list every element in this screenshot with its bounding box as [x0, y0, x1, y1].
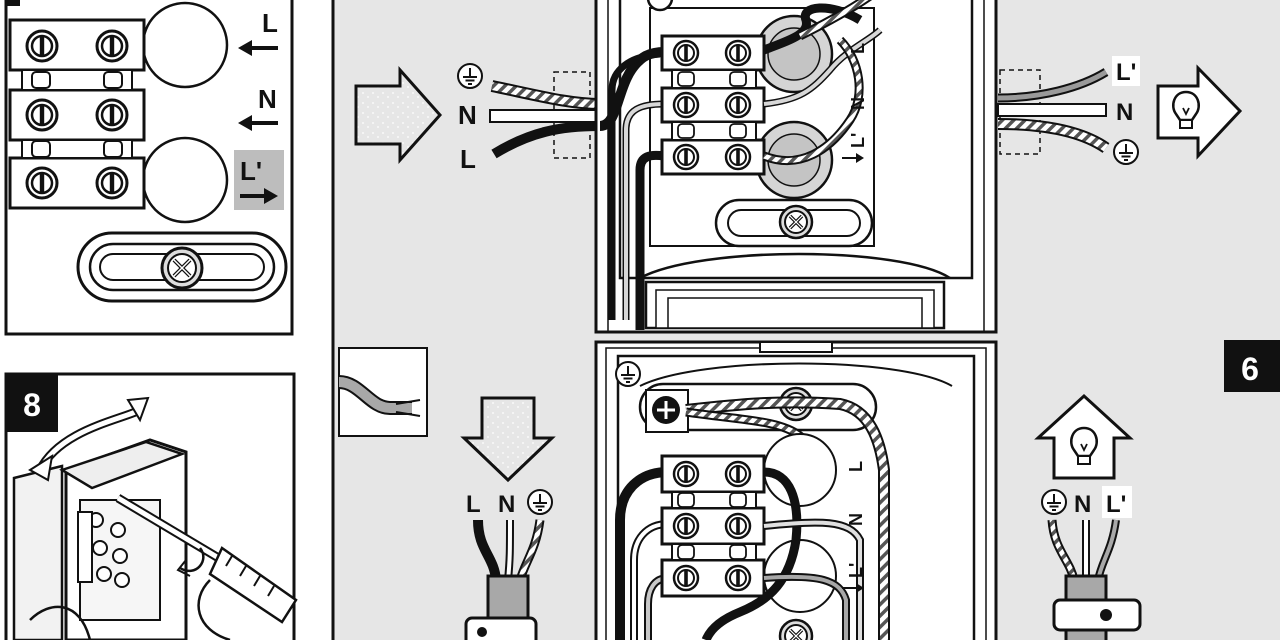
- lamp-up-arrow-icon: [1034, 393, 1134, 480]
- down-arrow-icon: [460, 396, 556, 483]
- left-top-panel: L N L': [4, 0, 294, 336]
- output-l-prime-label: L': [1112, 56, 1140, 86]
- screwdriver-icon: [29, 494, 298, 640]
- cable-left-earth-label: [527, 489, 553, 515]
- svg-text:N: N: [848, 97, 868, 110]
- terminal-label-l-prime: L': [234, 150, 284, 210]
- step-8-panel: 8: [4, 372, 298, 640]
- cable-left-l-label: L: [466, 491, 481, 518]
- terminal-label-l: L: [238, 8, 278, 56]
- svg-text:N: N: [846, 513, 866, 526]
- cable-left-n-label: N: [498, 491, 515, 518]
- top-terminal-block: [660, 34, 766, 176]
- bottom-terminal-block: [660, 454, 766, 598]
- top-block-label-n: N: [848, 97, 868, 110]
- input-arrow-icon: [354, 66, 443, 164]
- input-neutral-label: N: [458, 100, 477, 130]
- lamp-cable: [1047, 519, 1142, 640]
- svg-text:N: N: [258, 84, 277, 114]
- top-block-label-l-prime: L': [842, 133, 868, 163]
- bottom-block-label-l: L: [846, 461, 866, 472]
- svg-text:L': L': [1106, 491, 1126, 518]
- terminal-block: [8, 18, 146, 210]
- supply-cable: [464, 519, 545, 640]
- mounting-slot: [76, 231, 288, 303]
- cable-right-n-label: N: [1074, 491, 1091, 518]
- cable-thumbnail-icon: [338, 347, 428, 437]
- svg-text:6: 6: [1241, 351, 1259, 387]
- top-block-label-l: L: [848, 43, 868, 54]
- bottom-block-label-l-prime: L': [842, 563, 866, 593]
- input-earth-label: [457, 63, 483, 89]
- terminal-cluster: [77, 511, 130, 588]
- cable-right-l-prime-label: L': [1102, 486, 1132, 518]
- svg-text:L: L: [848, 43, 868, 54]
- earth-terminal-icon: [615, 361, 641, 387]
- bottom-wiring-diagram: L N: [460, 340, 1142, 640]
- step-badge: [6, 374, 58, 432]
- svg-text:L': L': [1116, 59, 1136, 86]
- bottom-block-label-n: N: [846, 513, 866, 526]
- top-wiring-diagram: N L: [354, 0, 1243, 334]
- svg-text:L': L': [240, 156, 262, 186]
- cable-right-earth-label: [1041, 489, 1067, 515]
- output-earth-label: [1113, 139, 1139, 165]
- input-live-label: L: [460, 144, 476, 174]
- svg-text:8: 8: [23, 387, 41, 423]
- svg-text:L: L: [262, 8, 278, 38]
- svg-text:L: L: [846, 461, 866, 472]
- cable-entry-hole: [141, 136, 229, 224]
- svg-text:L': L': [846, 563, 866, 578]
- cable-entry-hole: [141, 1, 229, 89]
- terminal-label-n: N: [238, 84, 278, 131]
- step-badge-6: 6: [1224, 340, 1280, 392]
- lamp-arrow-icon: [1156, 64, 1243, 160]
- output-neutral-label: N: [1116, 99, 1133, 126]
- svg-text:L': L': [848, 133, 868, 148]
